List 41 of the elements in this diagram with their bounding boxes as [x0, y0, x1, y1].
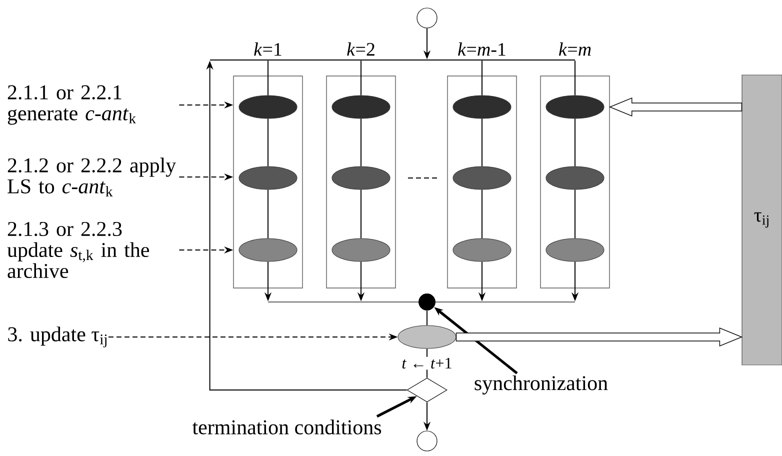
junction-dot	[418, 294, 436, 310]
connector-line	[574, 60, 576, 96]
column-box: k=2	[326, 41, 396, 288]
decision-diamond	[406, 378, 448, 402]
node-label: k=1	[254, 42, 282, 56]
step-ellipse	[332, 95, 390, 119]
edge-label: t ← t+1	[400, 356, 454, 370]
connector-line	[360, 60, 362, 96]
step-ellipse	[332, 238, 390, 262]
hollow-arrow	[608, 97, 742, 117]
step-ellipse	[452, 166, 512, 190]
step-ellipse	[238, 166, 298, 190]
step-ellipse	[398, 325, 456, 349]
node-label: k=m	[558, 42, 591, 56]
step-ellipse	[238, 238, 298, 262]
step-ellipse	[546, 166, 604, 190]
node-label: k=2	[347, 42, 374, 56]
step-ellipse	[546, 95, 604, 119]
terminal-circle	[416, 8, 438, 28]
step-label: 2.1.3 or 2.2.3 update s$_{t,k}$ in the archive	[7, 222, 150, 278]
step-label: 2.1.1 or 2.2.1 generate c-ant$_{k}$	[8, 85, 136, 125]
step-label: 2.1.2 or 2.2.2 apply LS to c-ant$_{k}$	[8, 158, 176, 196]
step-ellipse	[332, 166, 390, 190]
step-ellipse	[238, 95, 298, 119]
step-ellipse	[452, 95, 512, 119]
step-ellipse	[452, 238, 512, 262]
connector-line	[574, 189, 576, 239]
matrix-box: τ$_{ij}$	[742, 74, 782, 366]
node-label: k=m-1	[458, 42, 506, 56]
connector-line	[574, 118, 576, 167]
connector-line	[360, 189, 362, 239]
connector-line	[426, 310, 428, 326]
connector-line	[360, 118, 362, 167]
step-ellipse	[546, 238, 604, 262]
terminal-circle	[416, 430, 438, 452]
column-box: k=m	[540, 41, 610, 288]
column-box: k=1	[233, 41, 303, 288]
callout-text: termination conditions	[192, 420, 382, 434]
step-label: 3. update τ$_{ij}$	[8, 326, 107, 348]
hollow-arrow	[456, 327, 743, 347]
callout-text: synchronization	[474, 375, 608, 395]
